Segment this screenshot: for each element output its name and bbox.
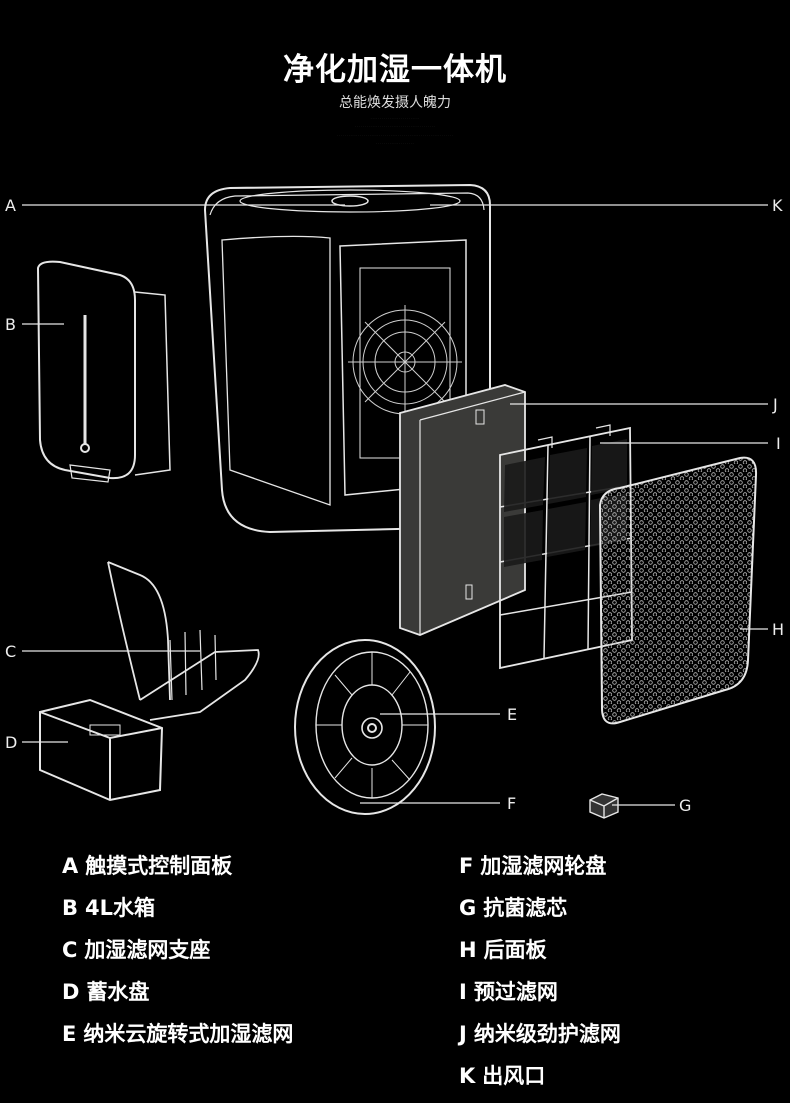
callout-b: B [5,315,16,334]
nano-filter [399,384,526,636]
callout-i: I [776,434,781,453]
callout-f: F [507,794,516,813]
page-subtitle: 总能焕发摄人魄力 [339,95,451,111]
decorative-fine-text: · · · · · · · · · · · · · · · · · · · · … [370,116,420,120]
callout-g: G [679,796,691,815]
callout-k: K [772,196,783,215]
callout-d: D [5,733,17,752]
water-tank [36,260,171,483]
page-title: 净化加湿一体机 [283,52,507,88]
callout-e: E [507,705,517,724]
filter-wheel [294,639,436,815]
callout-h: H [772,620,784,639]
water-tray [39,698,164,802]
filter-support [107,561,260,721]
callout-c: C [5,642,16,661]
callout-a: A [5,196,16,215]
callout-j: J [772,395,778,414]
exploded-diagram: A K B J I H C E D F G [5,183,784,819]
back-panel [598,456,758,725]
fan-icon [348,305,462,420]
decorative-fine-text: · · · · · · · · · · · · · · · · · · · · … [355,124,435,128]
leader-lines [22,204,768,806]
antibacterial-filter [589,793,619,819]
decorative-fine-text: · · · · · · · · · · · · · · · · · · · · [376,141,414,145]
decorative-fine-text: · · · · · · · · · · · · · · · · · · · · … [337,133,453,137]
